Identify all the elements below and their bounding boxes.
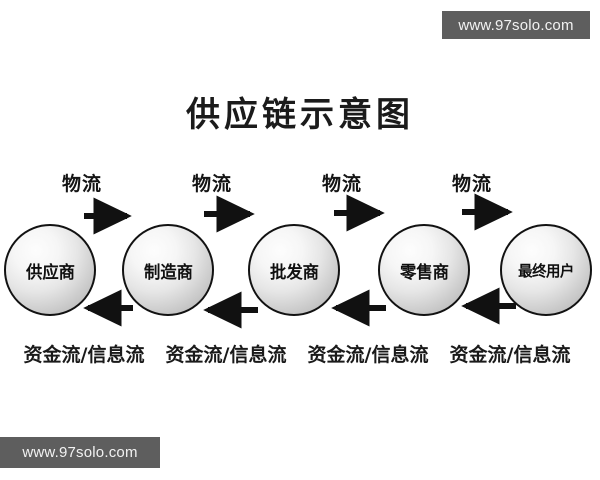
node-end-user-label: 最终用户 bbox=[518, 261, 574, 280]
page-title: 供应链示意图 bbox=[186, 95, 414, 135]
node-retailer: 零售商 bbox=[378, 224, 470, 316]
node-wholesaler: 批发商 bbox=[248, 224, 340, 316]
forward-arrows bbox=[84, 193, 513, 235]
node-supplier-label: 供应商 bbox=[25, 262, 75, 283]
node-manufacturer-label: 制造商 bbox=[143, 262, 193, 283]
reverse-flow-label-4: 资金流/信息流 bbox=[449, 344, 571, 366]
node-manufacturer: 制造商 bbox=[122, 224, 214, 316]
reverse-flow-label-1: 资金流/信息流 bbox=[23, 344, 145, 366]
reverse-flow-label-3: 资金流/信息流 bbox=[307, 344, 429, 366]
reverse-flow-label-2: 资金流/信息流 bbox=[165, 344, 287, 366]
forward-flow-label-1: 物流 bbox=[61, 173, 103, 195]
node-retailer-label: 零售商 bbox=[399, 262, 449, 283]
forward-flow-label-4: 物流 bbox=[451, 173, 493, 195]
node-supplier: 供应商 bbox=[4, 224, 96, 316]
node-wholesaler-label: 批发商 bbox=[269, 262, 319, 283]
node-end-user: 最终用户 bbox=[500, 224, 592, 316]
watermark-top: www.97solo.com bbox=[442, 11, 590, 39]
watermark-bottom: www.97solo.com bbox=[0, 437, 160, 468]
forward-flow-label-3: 物流 bbox=[321, 173, 363, 195]
forward-flow-label-2: 物流 bbox=[191, 173, 233, 195]
